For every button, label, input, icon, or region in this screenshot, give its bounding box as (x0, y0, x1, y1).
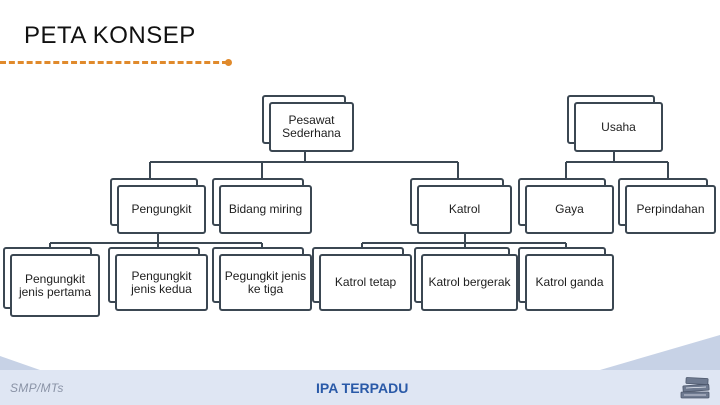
node-katrol-ganda: Katrol ganda (518, 247, 614, 311)
node-gaya: Gaya (518, 178, 614, 234)
footer-left-decoration (0, 356, 40, 370)
node-katrol: Katrol (410, 178, 512, 234)
connector-usaha (565, 150, 669, 178)
page-title: PETA KONSEP (24, 22, 196, 49)
connector-root (149, 150, 459, 178)
node-perpindahan: Perpindahan (618, 178, 716, 234)
node-katrol-tetap: Katrol tetap (312, 247, 412, 311)
node-bidang-miring: Bidang miring (212, 178, 312, 234)
node-pengungkit: Pengungkit (110, 178, 206, 234)
footer-brand: IPA TERPADU (316, 380, 409, 396)
node-pengungkit-jenis-ketiga: Pegungkit jenis ke tiga (212, 247, 312, 311)
node-pengungkit-jenis-pertama: Pengungkit jenis pertama (3, 247, 100, 317)
books-icon (680, 377, 710, 399)
footer-logo: SMP/MTs (10, 381, 64, 395)
node-pengungkit-jenis-kedua: Pengungkit jenis kedua (108, 247, 208, 311)
node-pesawat-sederhana: Pesawat Sederhana (262, 95, 354, 152)
node-katrol-bergerak: Katrol bergerak (414, 247, 518, 311)
footer-right-decoration (600, 335, 720, 370)
title-underline (0, 61, 228, 64)
node-usaha: Usaha (567, 95, 663, 152)
footer-bar (0, 370, 720, 405)
title-underline-dot (225, 59, 232, 66)
